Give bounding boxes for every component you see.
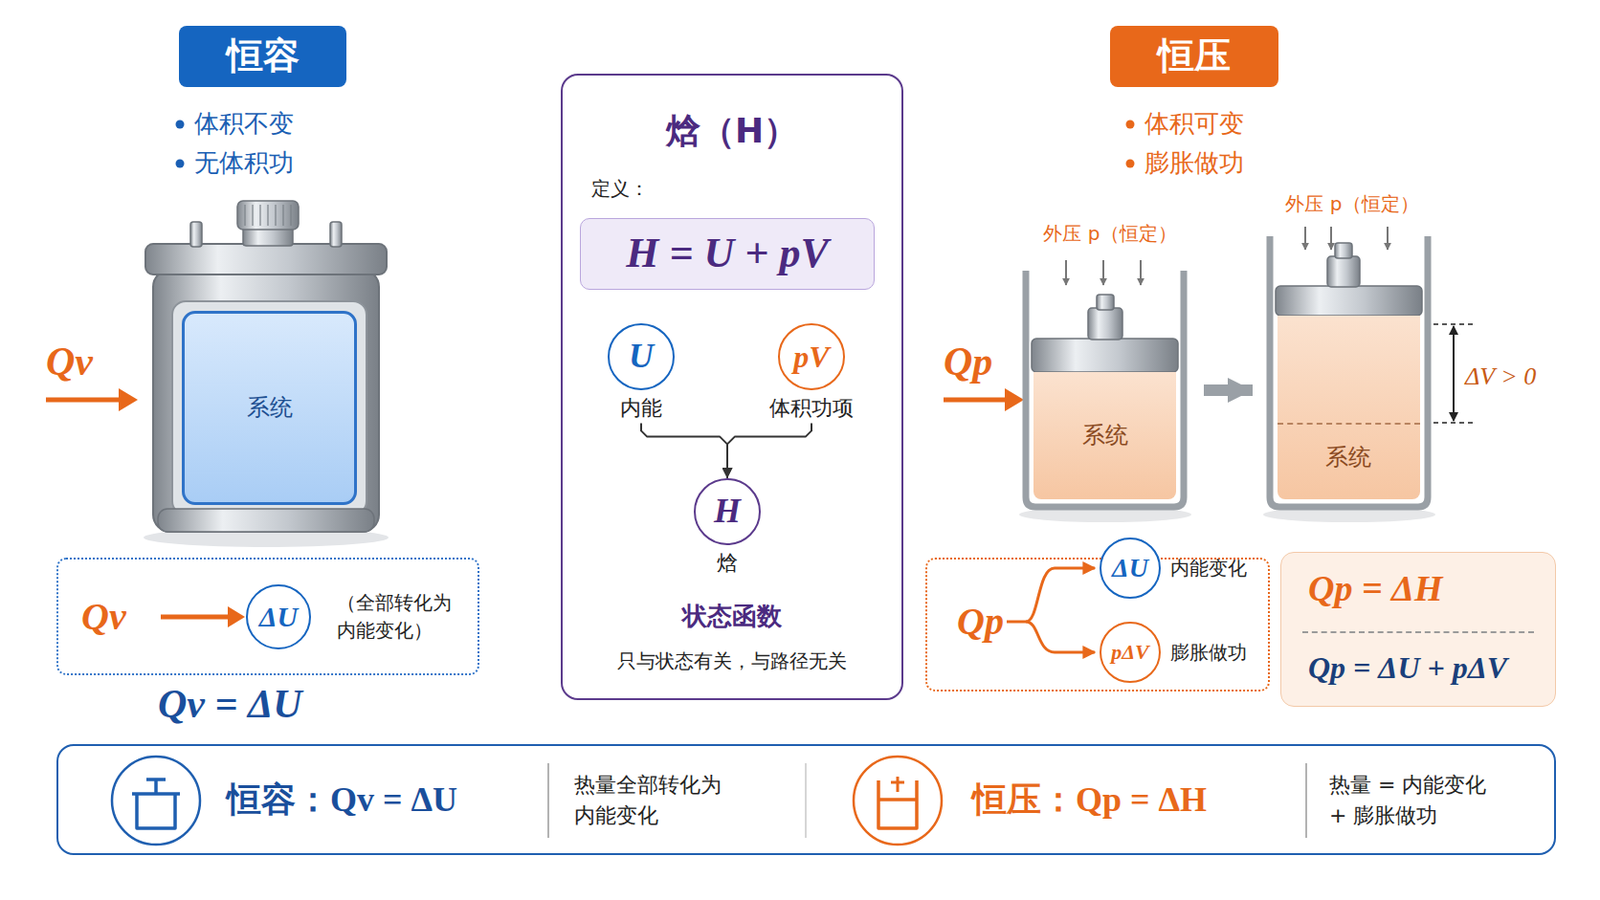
result-box: Qp = ΔH Qp = ΔU + pΔV (1280, 552, 1556, 708)
summary-band: 恒容：Qv = ΔU 热量全部转化为 内能变化 恒压：Qp = ΔH 热量 = 内能变… (56, 744, 1556, 856)
node-text: H = U + pV (625, 228, 829, 280)
summary-icon (111, 756, 200, 845)
node-text: 定义： (591, 177, 649, 200)
node-text: 恒压 (1157, 34, 1231, 79)
heat-arrow (45, 388, 138, 412)
circle-shape: pΔV (1099, 622, 1161, 684)
feature-text: 膨胀做功 (1144, 148, 1245, 178)
formula-box: H = U + pV (579, 218, 875, 290)
circle-caption: 膨胀做功 (1170, 641, 1247, 665)
quantity-circle: U 内能 (591, 323, 691, 422)
piston-cylinder (1263, 226, 1436, 523)
circle-caption: 体积功项 (769, 396, 854, 422)
quantity-circle: ΔU (245, 584, 312, 650)
system-region: 系统 (181, 311, 357, 506)
node-text: Qp (956, 599, 1004, 645)
summary-icon (853, 756, 942, 845)
node-text: 系统 (1325, 444, 1372, 472)
circle-caption: 焓 (716, 551, 738, 577)
mode-badge: 恒容 (178, 25, 347, 88)
node-text: 系统 (1082, 422, 1129, 450)
heat-symbol: Qv (45, 337, 93, 386)
dashed-divider (1302, 631, 1534, 634)
formula-text: Qv = ΔU (157, 680, 303, 729)
circle-symbol: U (628, 335, 654, 378)
connector (641, 422, 728, 479)
connector (1203, 384, 1253, 397)
circle-shape: ΔU (1099, 537, 1161, 600)
node-text: Qp = ΔH (1308, 567, 1443, 612)
node-text: 热量 = 内能变化 + 膨胀做功 (1329, 770, 1490, 832)
node-text: 恒容：Qv = ΔU (226, 779, 458, 822)
circle-shape: H (693, 478, 761, 546)
node-text: 恒容 (226, 34, 300, 79)
connector (727, 422, 812, 479)
bullet-dots (176, 120, 1135, 169)
node-text: 焓（H） (666, 110, 799, 152)
system-region: 系统 (1277, 315, 1421, 500)
dimension-text: ΔV > 0 (1465, 361, 1536, 392)
node-text: Qp = ΔU + pΔV (1308, 649, 1508, 687)
split-box: ΔU内能变化pΔV膨胀做功Qp (925, 557, 1270, 692)
piston-cylinder (1019, 260, 1192, 523)
feature-text: 无体积功 (194, 148, 294, 178)
circle-symbol: H (713, 490, 741, 533)
node-text: 状态函数 (682, 601, 782, 632)
quantity-circle: ΔU 内能变化 (1099, 537, 1247, 600)
node-text: ΔU (259, 600, 298, 635)
bomb-vessel (143, 200, 389, 548)
dashed-divider (1277, 422, 1421, 425)
mode-badge: 恒压 (1110, 25, 1279, 88)
circle-caption: 内能 (620, 396, 663, 422)
quantity-circle: pΔV 膨胀做功 (1099, 622, 1247, 684)
quantity-circle: H焓 (688, 478, 766, 577)
quantity-circle: pV 体积功项 (754, 323, 869, 422)
feature-text: 体积不变 (194, 109, 294, 139)
pressure-note: 外压 p（恒定） (1043, 222, 1177, 245)
system-region: 系统 (1033, 372, 1177, 500)
pressure-note: 外压 p（恒定） (1285, 192, 1419, 216)
divider-line (548, 763, 1307, 839)
circle-symbol: pΔV (1111, 640, 1149, 666)
split-arrow (1006, 568, 1095, 653)
heat-arrow (943, 388, 1024, 412)
circle-shape: U (607, 323, 675, 391)
node-text: 热量全部转化为 内能变化 (574, 770, 733, 832)
node-text: Qv (81, 594, 127, 641)
node-text: 系统 (246, 394, 293, 423)
circle-symbol: ΔU (1111, 552, 1149, 585)
circle-symbol: pV (793, 338, 829, 376)
circle-shape: pV (777, 323, 845, 391)
node-text: 恒压：Qp = ΔH (972, 779, 1207, 822)
enthalpy-panel: H = U + pV U 内能 pV 体积功项 H焓 焓（H） 定义： 状态函数只与状态有关，与… (560, 73, 904, 701)
conversion-arrow (160, 606, 245, 628)
circle-caption: 内能变化 (1170, 556, 1247, 580)
heat-symbol: Qp (943, 337, 993, 386)
conversion-box: ΔU Qv （全部转化为 内能变化） (56, 557, 480, 676)
node-text: （全部转化为 内能变化） (336, 589, 477, 645)
feature-text: 体积可变 (1144, 109, 1245, 139)
node-text: 只与状态有关，与路径无关 (617, 649, 847, 673)
